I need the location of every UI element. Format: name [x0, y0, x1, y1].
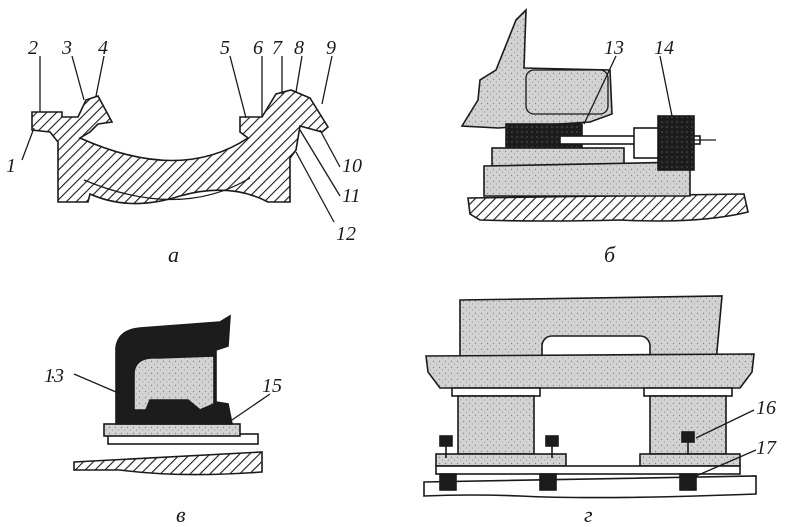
- floor-hatch-c: [73, 451, 263, 476]
- label-2: 2: [28, 37, 38, 59]
- guide-curve: [83, 177, 251, 201]
- label-13-b: 13: [604, 37, 624, 59]
- label-12: 12: [336, 223, 356, 245]
- base-body: [483, 161, 691, 197]
- caption-c: в: [176, 502, 186, 527]
- label-4: 4: [98, 37, 108, 59]
- label-8: 8: [294, 37, 304, 59]
- column-left-cap: [451, 387, 541, 397]
- floor-hatch: [467, 193, 749, 222]
- slide-window: [525, 69, 609, 115]
- label-16: 16: [756, 397, 776, 419]
- label-5: 5: [220, 37, 230, 59]
- column-left: [457, 395, 535, 455]
- label-1: 1: [6, 155, 16, 177]
- nut-14: [657, 115, 695, 171]
- floor-d: [423, 475, 757, 499]
- column-right-cap: [643, 387, 733, 397]
- callouts-a: [21, 55, 341, 223]
- panel-a: 1 2 3 4 5 6 7 8 9 10 11 12 а: [6, 37, 362, 267]
- label-17: 17: [756, 437, 777, 459]
- washer: [633, 127, 659, 159]
- caption-d: г: [584, 502, 593, 527]
- panel-c: 13 15 в: [44, 314, 282, 527]
- slide-tool: [460, 7, 613, 129]
- caption-b: б: [604, 242, 616, 267]
- label-14: 14: [654, 37, 674, 59]
- base-plate-d: [435, 465, 741, 475]
- label-6: 6: [253, 37, 263, 59]
- stray-dot: ·: [50, 367, 55, 389]
- top-plate: [425, 353, 755, 389]
- bed-cross-section: [31, 89, 330, 205]
- label-10: 10: [342, 155, 362, 177]
- label-3: 3: [61, 37, 72, 59]
- label-9: 9: [326, 37, 336, 59]
- caption-a: а: [168, 242, 179, 267]
- panel-b: 13 14 б: [460, 7, 749, 267]
- plate-upper: [103, 423, 241, 437]
- clamp-core: [133, 355, 215, 411]
- label-13-c: 13: [44, 365, 64, 387]
- label-7: 7: [272, 37, 283, 59]
- base-left: [435, 453, 567, 467]
- label-11: 11: [342, 185, 361, 207]
- label-15: 15: [262, 375, 282, 397]
- screw-jacks: [439, 431, 697, 491]
- panel-d: 16 17 г: [423, 295, 777, 527]
- base-right: [639, 453, 741, 467]
